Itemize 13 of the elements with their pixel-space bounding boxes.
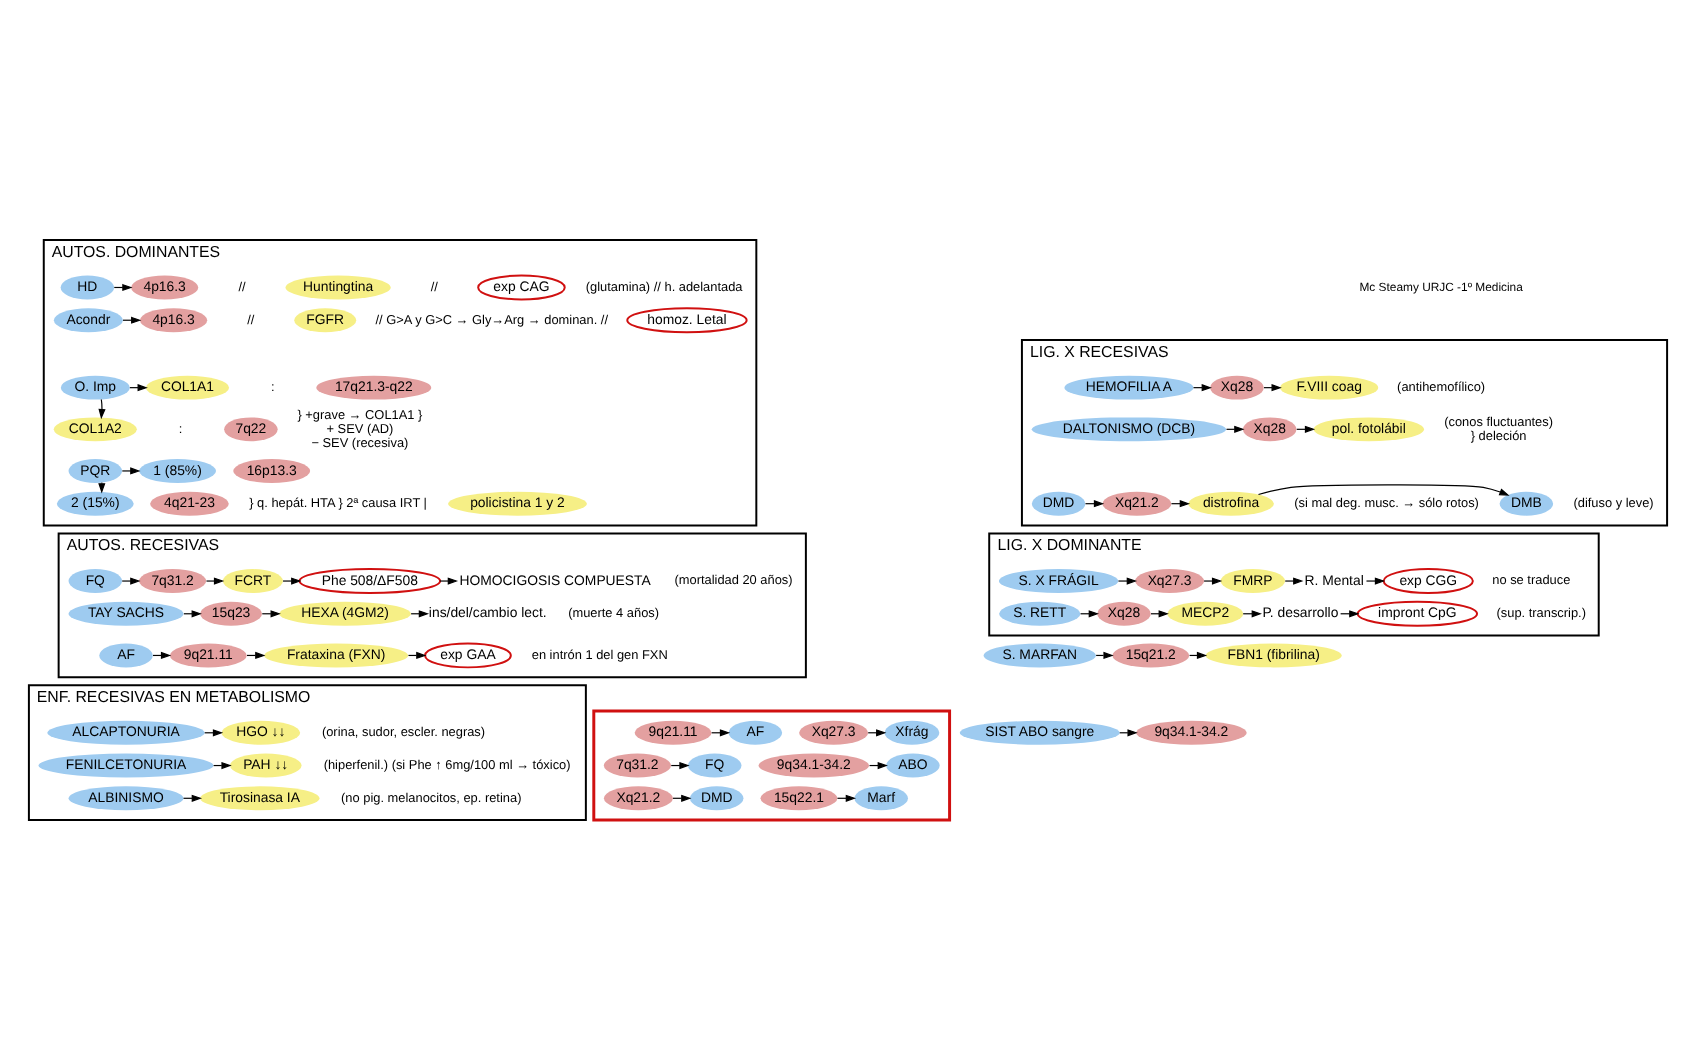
arrow [1365, 577, 1386, 585]
arrow [1284, 577, 1304, 585]
arrow [1203, 577, 1223, 585]
arrow [98, 398, 106, 420]
arrow [439, 577, 459, 585]
arrow [282, 577, 302, 585]
arrow [121, 467, 141, 475]
arrow [1170, 500, 1190, 508]
cluster [592, 709, 952, 822]
arrow [1117, 577, 1137, 585]
arrow [121, 577, 141, 585]
arrow [1257, 484, 1510, 496]
arrow [205, 577, 225, 585]
